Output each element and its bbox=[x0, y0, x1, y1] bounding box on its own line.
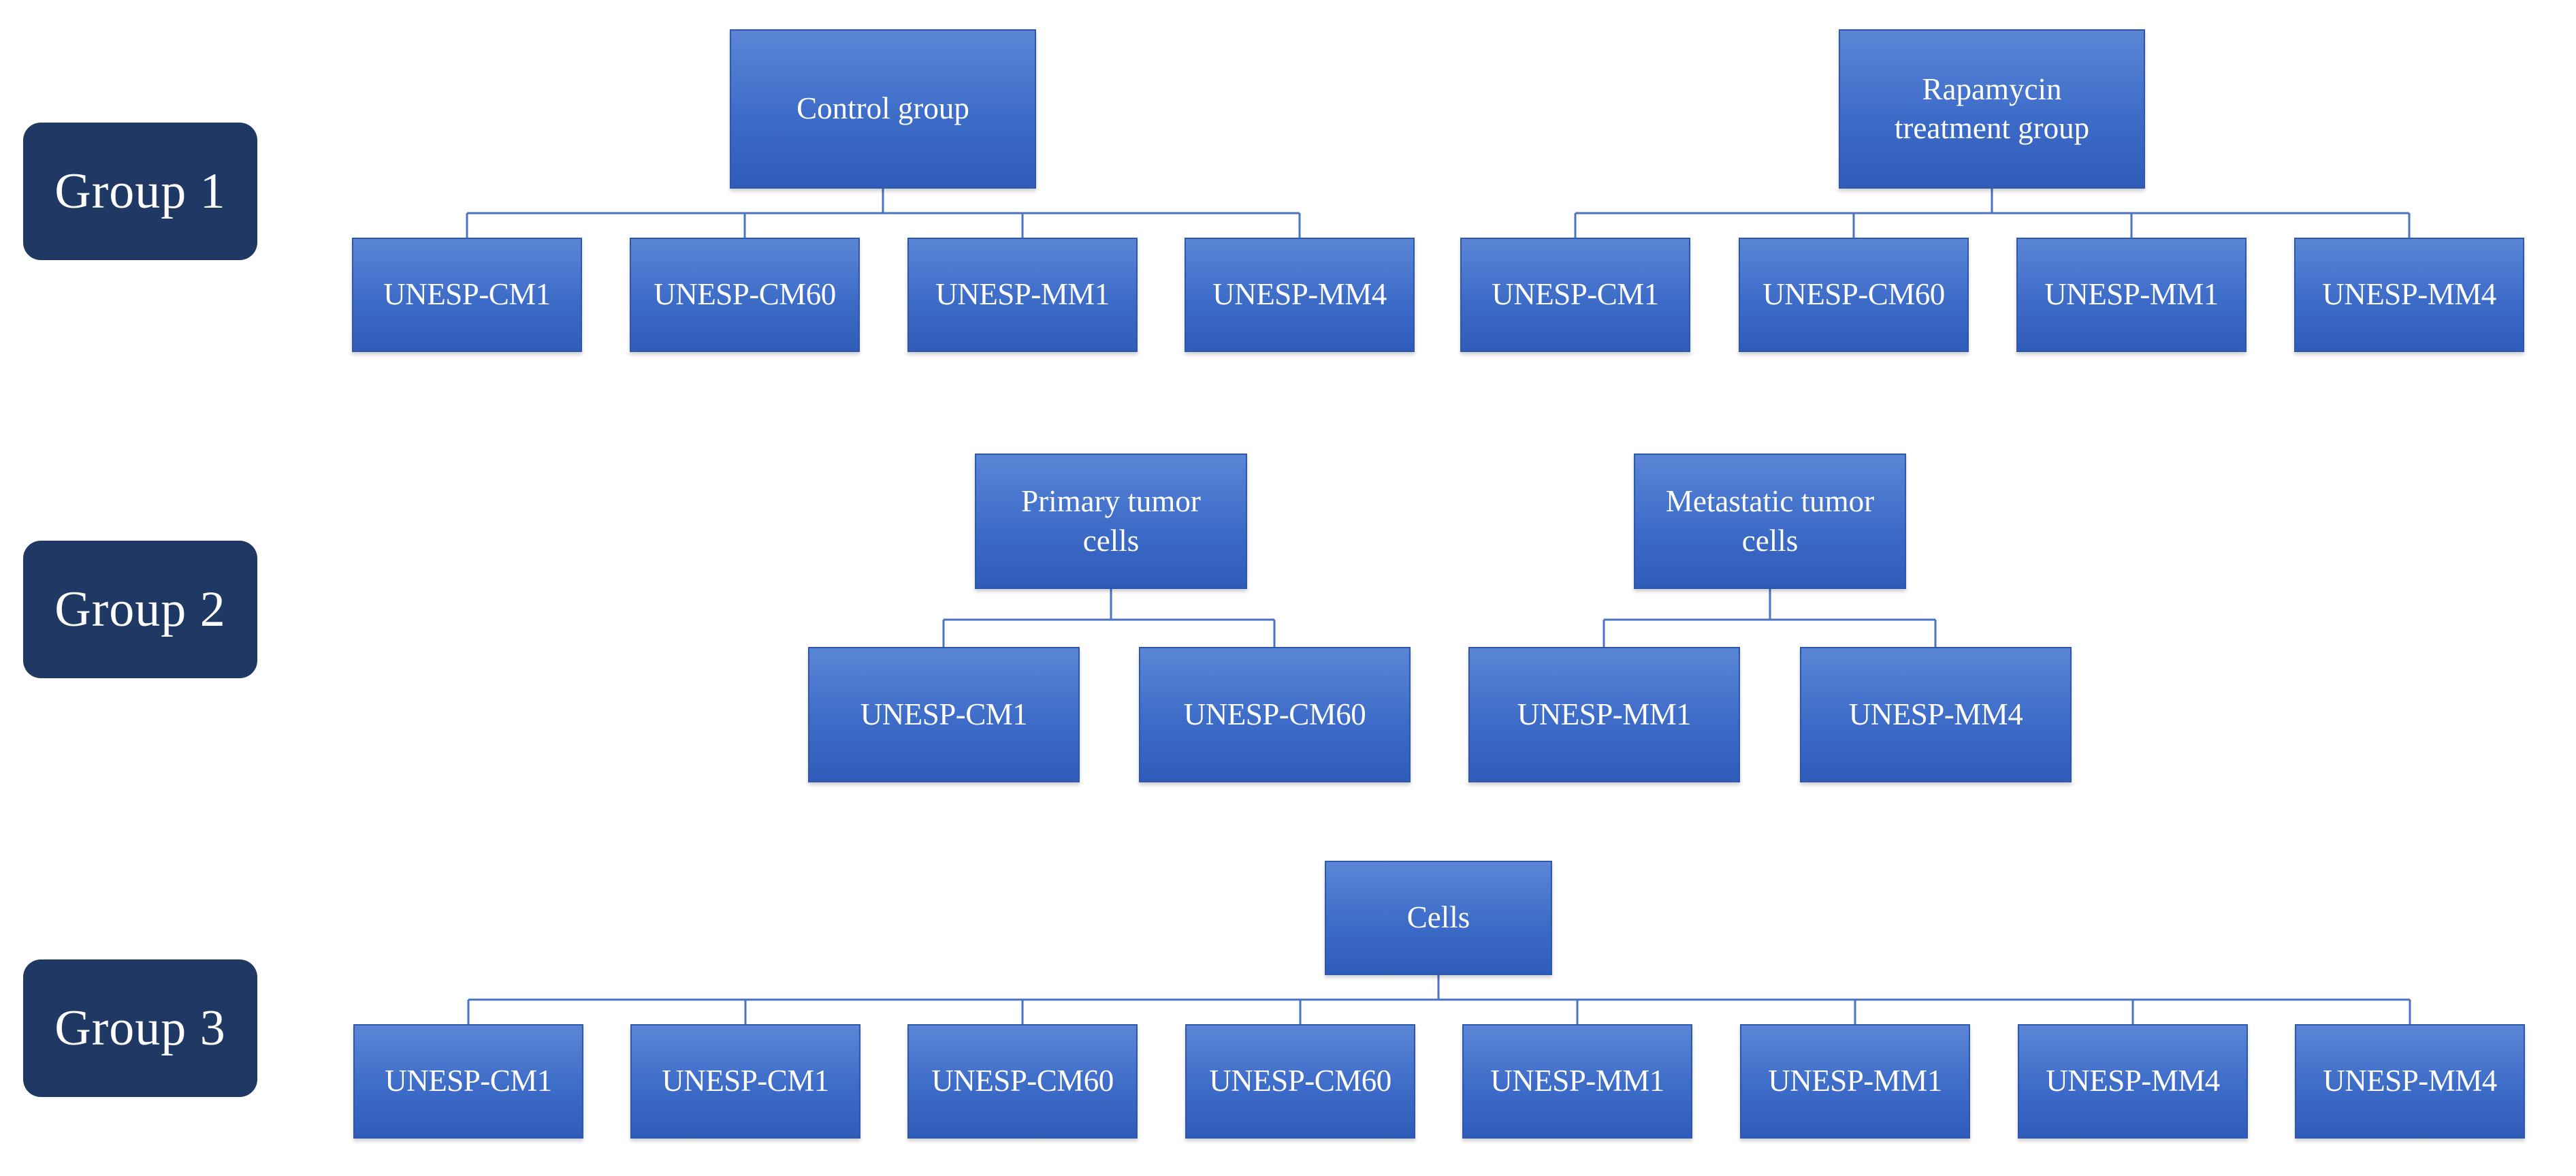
group-3-label: Group 3 bbox=[23, 959, 257, 1097]
rapamycin-group-node: Rapamycin treatment group bbox=[1839, 29, 2145, 189]
group-1-label: Group 1 bbox=[23, 123, 257, 260]
rapamycin-child-4: UNESP-MM4 bbox=[2294, 238, 2524, 352]
cells-node: Cells bbox=[1325, 861, 1552, 975]
rapamycin-child-3: UNESP-MM1 bbox=[2016, 238, 2247, 352]
rapamycin-title-line2: treatment group bbox=[1894, 111, 2090, 145]
primary-child-1: UNESP-CM1 bbox=[808, 647, 1080, 782]
primary-title-line2: cells bbox=[1082, 523, 1140, 558]
cells-child-1: UNESP-CM1 bbox=[353, 1024, 583, 1139]
primary-child-2: UNESP-CM60 bbox=[1139, 647, 1411, 782]
control-group-node: Control group bbox=[730, 29, 1036, 189]
cells-title: Cells bbox=[1406, 900, 1470, 935]
rapamycin-title-line1: Rapamycin bbox=[1922, 71, 2062, 106]
control-child-4: UNESP-MM4 bbox=[1185, 238, 1415, 352]
control-group-title: Control group bbox=[796, 91, 969, 126]
cells-child-8: UNESP-MM4 bbox=[2295, 1024, 2525, 1139]
group-2-label: Group 2 bbox=[23, 541, 257, 678]
control-child-1: UNESP-CM1 bbox=[352, 238, 582, 352]
control-child-2: UNESP-CM60 bbox=[630, 238, 860, 352]
primary-tumor-node: Primary tumor cells bbox=[975, 454, 1247, 589]
metastatic-title-line2: cells bbox=[1741, 523, 1799, 558]
primary-title-line1: Primary tumor bbox=[1021, 484, 1201, 519]
metastatic-title-line1: Metastatic tumor bbox=[1665, 484, 1875, 519]
metastatic-child-1: UNESP-MM1 bbox=[1468, 647, 1740, 782]
cells-child-6: UNESP-MM1 bbox=[1740, 1024, 1970, 1139]
cells-child-7: UNESP-MM4 bbox=[2018, 1024, 2248, 1139]
metastatic-child-2: UNESP-MM4 bbox=[1800, 647, 2072, 782]
cells-child-2: UNESP-CM1 bbox=[630, 1024, 860, 1139]
rapamycin-child-1: UNESP-CM1 bbox=[1460, 238, 1690, 352]
cells-child-4: UNESP-CM60 bbox=[1185, 1024, 1415, 1139]
metastatic-tumor-node: Metastatic tumor cells bbox=[1634, 454, 1906, 589]
control-child-3: UNESP-MM1 bbox=[907, 238, 1138, 352]
cells-child-5: UNESP-MM1 bbox=[1462, 1024, 1692, 1139]
rapamycin-child-2: UNESP-CM60 bbox=[1739, 238, 1969, 352]
cells-child-3: UNESP-CM60 bbox=[907, 1024, 1138, 1139]
